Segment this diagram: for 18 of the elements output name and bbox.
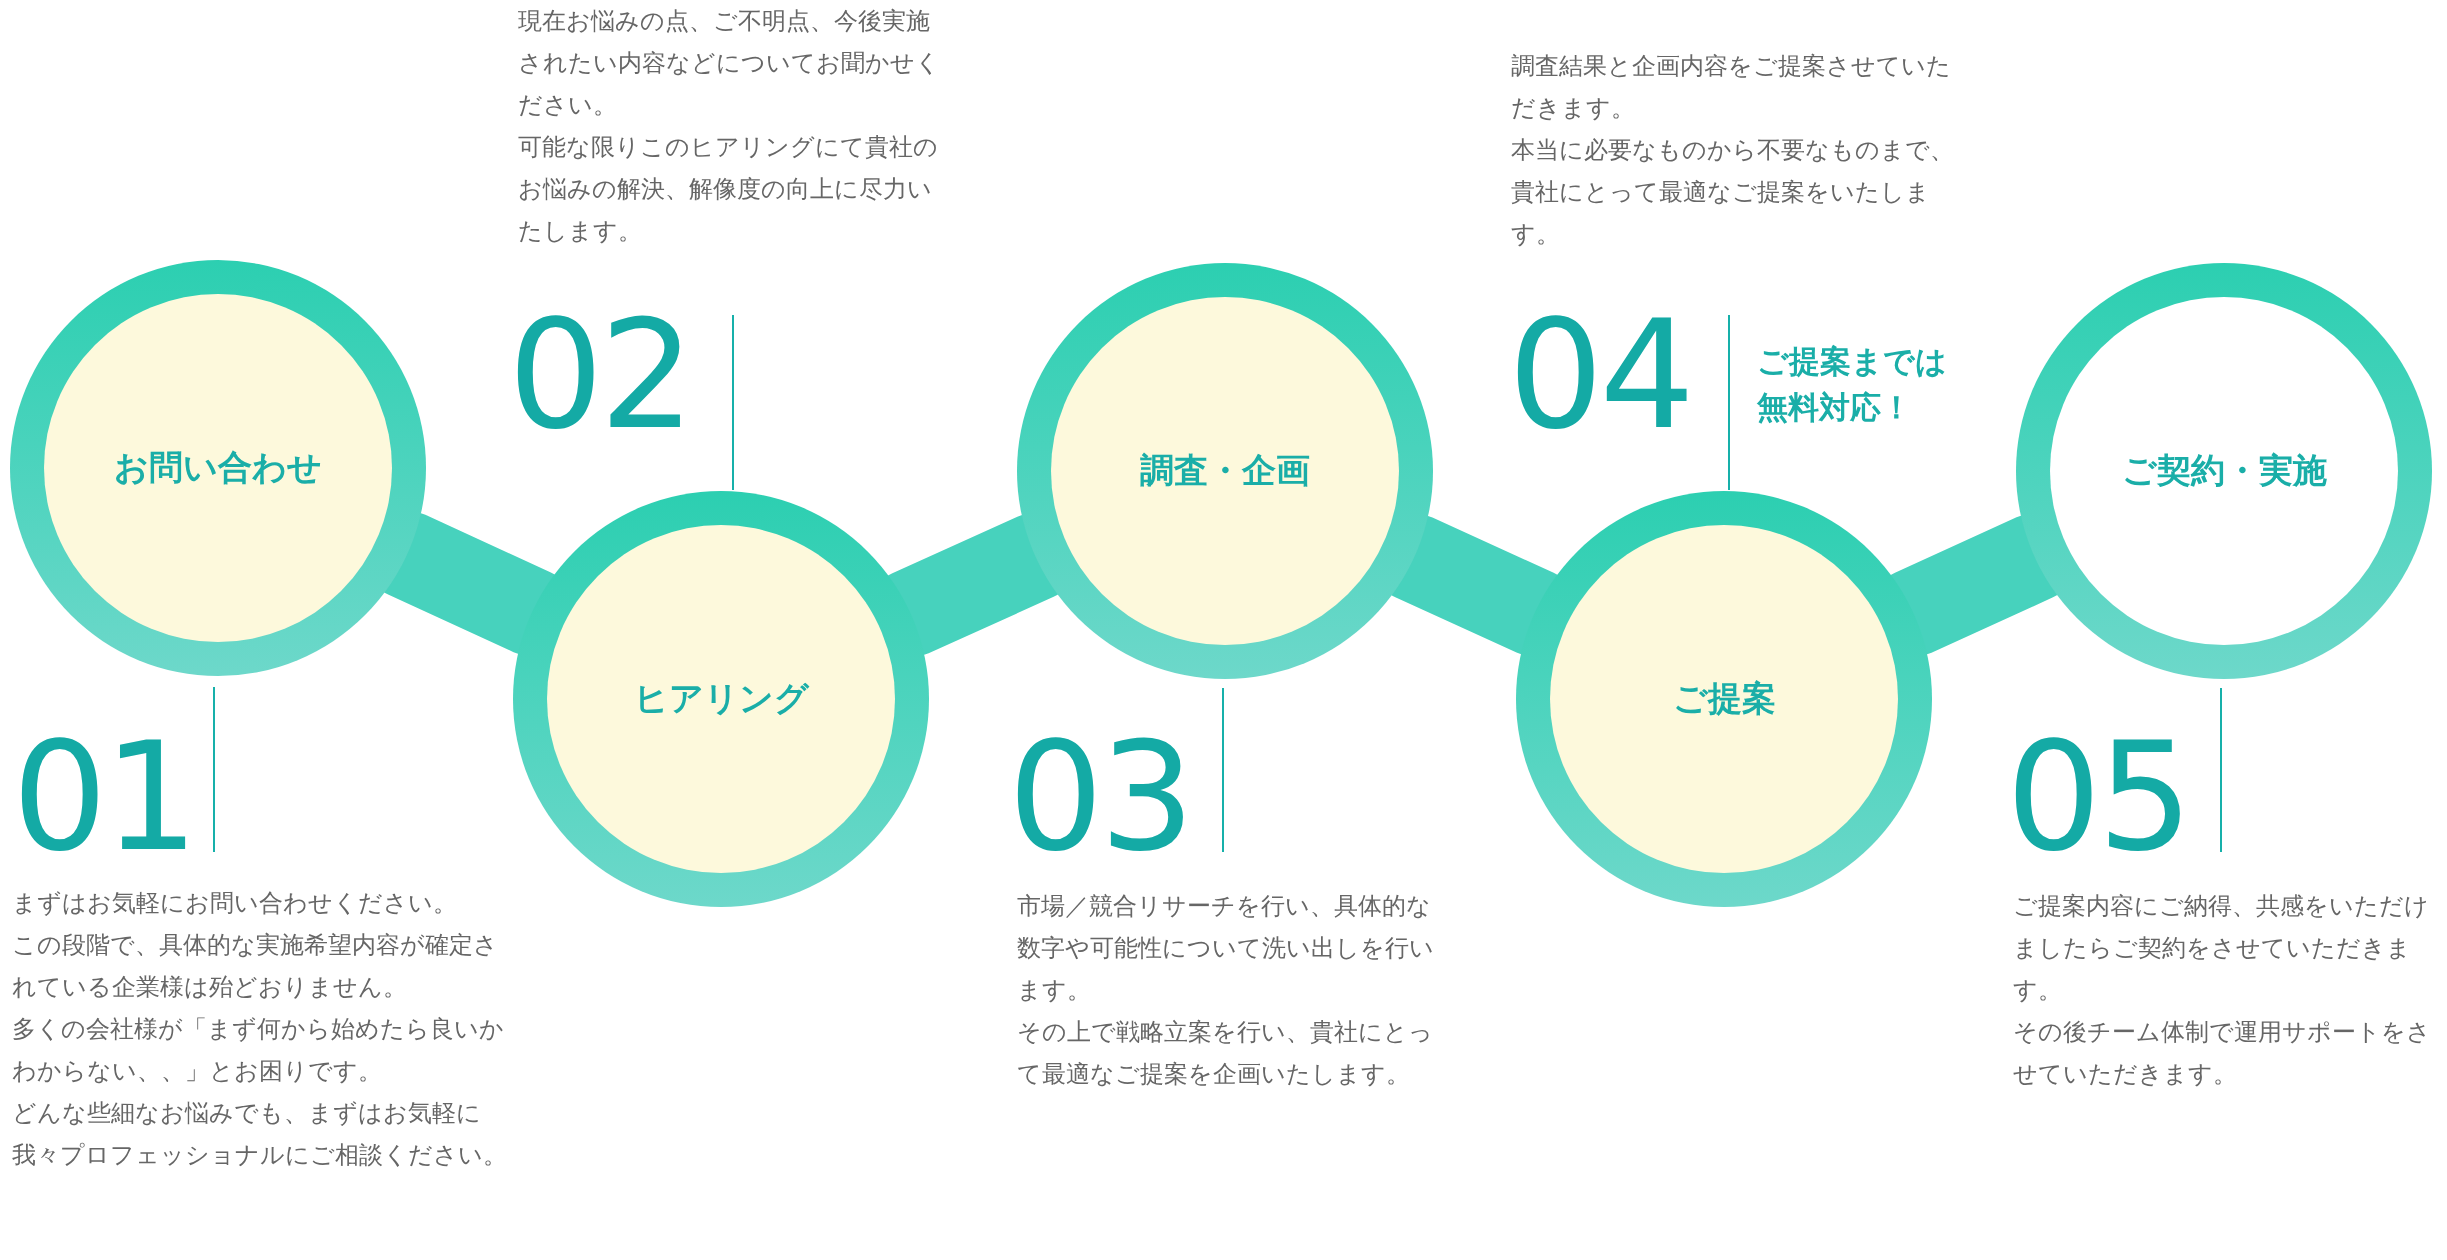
description-text: 多くの会社様が「まず何から始めたら良いかわからない、、」とお困りです。 xyxy=(12,1014,505,1087)
description-text: ご提案内容にご納得、共感をいただけましたらご契約をさせていただきます。 xyxy=(2013,891,2430,1006)
description-text: この段階で、具体的な実施希望内容が確定されている企業様は殆どおりません。 xyxy=(12,930,499,1003)
description-text: 現在お悩みの点、ご不明点、今後実施されたい内容などについてお聞かせください。 xyxy=(518,6,941,121)
step-number: 03 xyxy=(1008,722,1191,872)
description-text: どんな些細なお悩みでも、まずはお気軽に我々プロフェッショナルにご相談ください。 xyxy=(12,1098,508,1171)
note-text: ご提案までは無料対応！ xyxy=(1757,342,1948,427)
description-text: その上で戦略立案を行い、貴社にとって最適なご提案を企画いたします。 xyxy=(1017,1017,1434,1090)
step-number: 05 xyxy=(2006,722,2189,872)
description-text: まずはお気軽にお問い合わせください。 xyxy=(12,888,458,919)
step-number: 04 xyxy=(1508,300,1691,450)
step-number: 01 xyxy=(12,722,195,872)
description-text: その後チーム体制で運用サポートをさせていただきます。 xyxy=(2013,1017,2432,1090)
description-text: 調査結果と企画内容をご提案させていただきます。 xyxy=(1511,51,1952,124)
description-text: 可能な限りこのヒアリングにて貴社のお悩みの解決、解像度の向上に尽力いたします。 xyxy=(518,132,939,247)
description-text: 市場／競合リサーチを行い、具体的な数字や可能性について洗い出しを行います。 xyxy=(1017,891,1435,1006)
description-text: 本当に必要なものから不要なものまで、貴社にとって最適なご提案をいたします。 xyxy=(1511,135,1955,250)
step-number: 02 xyxy=(508,300,691,450)
